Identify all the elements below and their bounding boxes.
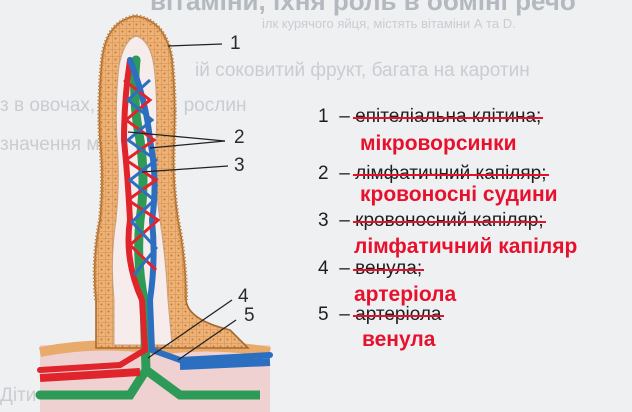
legend-original-label: артеріола <box>355 304 441 326</box>
legend-correction-3: лімфатичний капіляр <box>354 235 577 259</box>
vein-bottom <box>180 362 270 366</box>
callout-1: 1 <box>230 33 241 55</box>
legend-row-1: 1 – епітеліальна клітина; <box>318 106 541 128</box>
callout-2: 2 <box>234 127 245 149</box>
legend-correction-1: мікроворсинки <box>360 132 517 156</box>
legend-dash: – <box>339 210 350 231</box>
legend-original-label: епітеліальна клітина; <box>355 106 541 128</box>
legend-dash: – <box>339 258 350 279</box>
legend-correction-2: кровоносні судини <box>360 183 558 207</box>
callout-5: 5 <box>244 305 255 327</box>
legend-row-5: 5 – артеріола <box>318 304 442 326</box>
legend-dash: – <box>339 304 350 325</box>
legend-dash: – <box>339 163 350 184</box>
legend-number: 1 <box>318 106 334 128</box>
legend-number: 2 <box>318 163 334 185</box>
callout-3: 3 <box>234 155 245 177</box>
legend-number: 4 <box>318 258 334 280</box>
legend-dash: – <box>339 106 350 127</box>
legend-number: 3 <box>318 210 334 232</box>
legend-original-label: кровоносний капіляр; <box>355 210 543 232</box>
legend-row-4: 4 – венула; <box>318 258 422 280</box>
legend-row-3: 3 – кровоносний капіляр; <box>318 210 544 232</box>
legend-original-label: венула; <box>355 258 422 280</box>
legend-number: 5 <box>318 304 334 326</box>
legend-row-2: 2 – лімфатичний капіляр; <box>318 163 547 185</box>
legend-original-label: лімфатичний капіляр; <box>355 163 546 185</box>
legend-correction-5: венула <box>362 328 435 352</box>
